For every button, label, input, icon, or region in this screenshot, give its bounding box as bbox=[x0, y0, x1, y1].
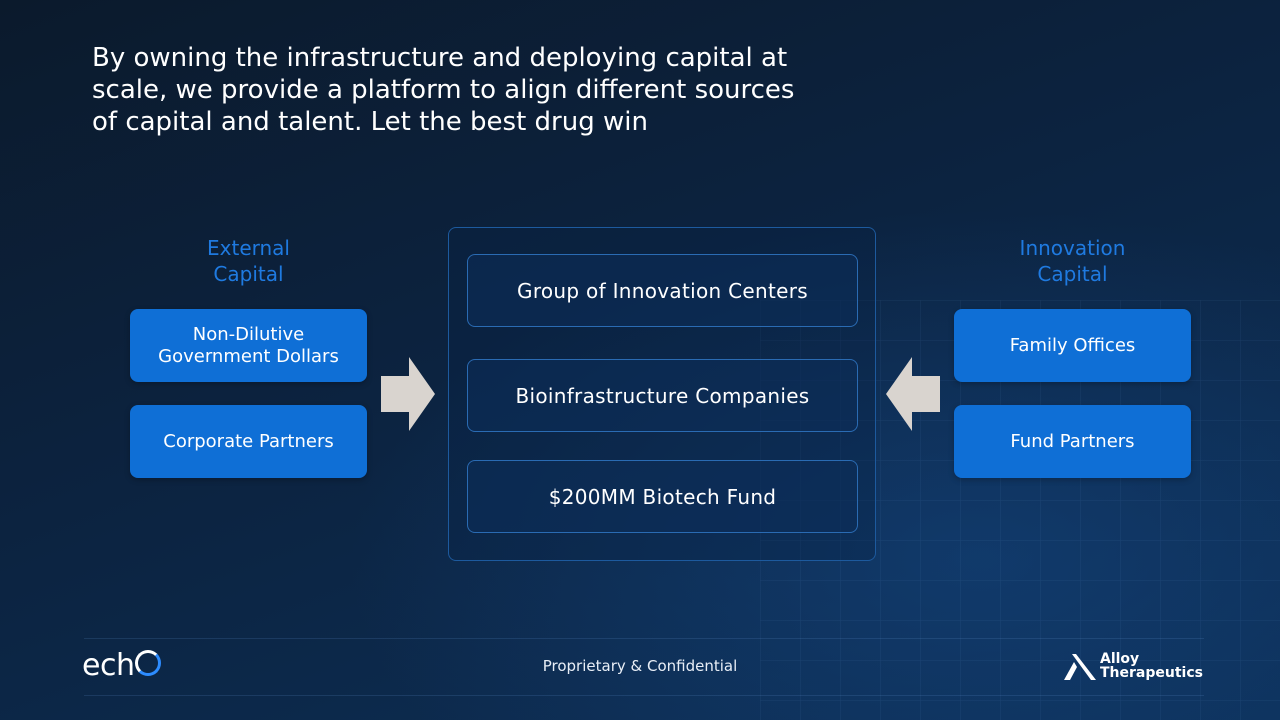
footer-divider-bottom bbox=[84, 695, 1204, 696]
right-arrow-icon bbox=[381, 357, 435, 431]
corporate-partners-box: Corporate Partners bbox=[130, 405, 367, 478]
innovation-capital-title: Innovation Capital bbox=[954, 235, 1191, 287]
innovation-centers-box: Group of Innovation Centers bbox=[467, 254, 858, 327]
headline-line-1: By owning the infrastructure and deployi… bbox=[92, 43, 788, 73]
footer-divider-top bbox=[84, 638, 1204, 639]
external-capital-title-line-1: External bbox=[207, 236, 290, 260]
non-dilutive-label: Non-Dilutive bbox=[192, 323, 305, 345]
alloy-logo-line-1: Alloy bbox=[1100, 651, 1140, 667]
alloy-therapeutics-logo: Alloy Therapeutics bbox=[1062, 652, 1203, 684]
family-offices-label: Family Offices bbox=[1009, 334, 1136, 356]
left-arrow-icon bbox=[886, 357, 940, 431]
alloy-logo-line-2: Therapeutics bbox=[1100, 665, 1203, 681]
external-capital-title-line-2: Capital bbox=[213, 262, 284, 286]
bioinfrastructure-companies-box: Bioinfrastructure Companies bbox=[467, 359, 858, 432]
innovation-centers-label: Group of Innovation Centers bbox=[517, 278, 808, 303]
innovation-capital-title-line-1: Innovation bbox=[1019, 236, 1126, 260]
footer-confidential-text: Proprietary & Confidential bbox=[542, 657, 738, 675]
corporate-partners-label: Corporate Partners bbox=[163, 430, 334, 452]
headline: By owning the infrastructure and deployi… bbox=[92, 42, 892, 138]
innovation-capital-title-line-2: Capital bbox=[1037, 262, 1108, 286]
echo-logo: echoech bbox=[82, 648, 162, 684]
alloy-mark-icon bbox=[1064, 654, 1096, 680]
alloy-logo-text: Alloy Therapeutics bbox=[1100, 652, 1203, 680]
fund-partners-box: Fund Partners bbox=[954, 405, 1191, 478]
external-capital-title: External Capital bbox=[130, 235, 367, 287]
headline-line-3: of capital and talent. Let the best drug… bbox=[92, 107, 648, 137]
non-dilutive-government-dollars-box: Non-Dilutive Government Dollars bbox=[130, 309, 367, 382]
biotech-fund-label: $200MM Biotech Fund bbox=[548, 484, 777, 509]
headline-line-2: scale, we provide a platform to align di… bbox=[92, 75, 795, 105]
bioinfrastructure-companies-label: Bioinfrastructure Companies bbox=[515, 383, 810, 408]
government-dollars-label: Government Dollars bbox=[158, 345, 339, 367]
family-offices-box: Family Offices bbox=[954, 309, 1191, 382]
biotech-fund-box: $200MM Biotech Fund bbox=[467, 460, 858, 533]
echo-logo-wordmark: ech bbox=[82, 648, 135, 683]
echo-logo-ring-icon bbox=[135, 650, 162, 676]
fund-partners-label: Fund Partners bbox=[1010, 430, 1135, 452]
